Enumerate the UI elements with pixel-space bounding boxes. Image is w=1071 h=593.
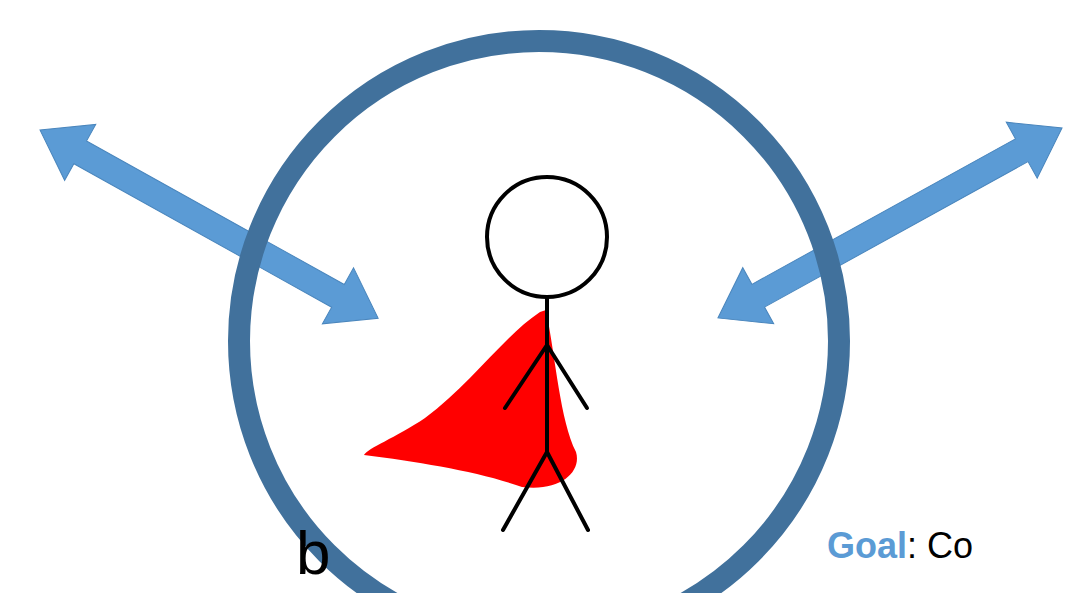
ring (239, 41, 839, 593)
double-arrow (24, 102, 393, 346)
letter-label: b (296, 522, 330, 584)
arm (505, 345, 547, 408)
body (545, 297, 549, 452)
head (487, 177, 607, 297)
block-arrow (24, 102, 393, 346)
leg (503, 452, 547, 530)
arm (547, 345, 587, 408)
stick-figure (487, 177, 607, 530)
leg (547, 452, 588, 530)
goal-text: : Co (907, 528, 973, 564)
goal-heading: Goal (827, 528, 907, 564)
